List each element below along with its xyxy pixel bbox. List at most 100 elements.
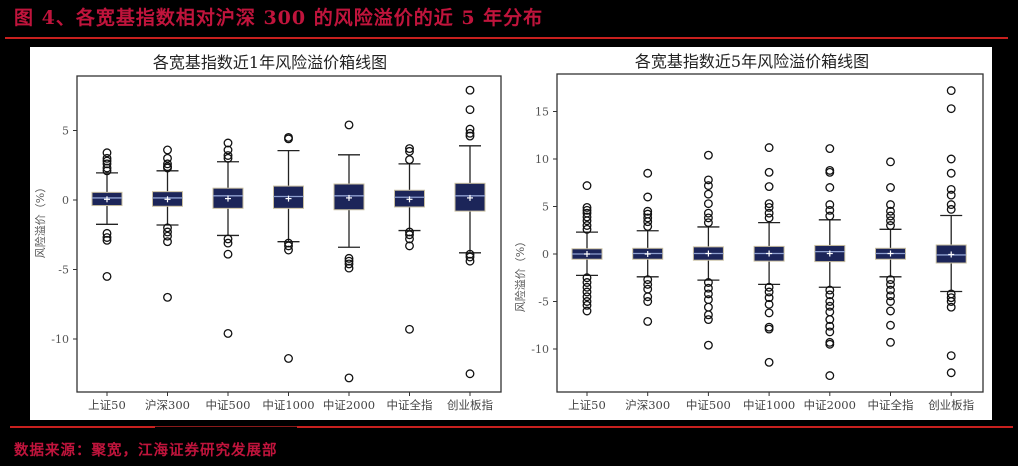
y-axis-label: 风险溢价（%） — [513, 236, 527, 312]
outlier-point — [703, 208, 713, 218]
outlier-point — [582, 292, 592, 302]
outlier-point — [703, 189, 713, 199]
x-tick-label: 创业板指 — [447, 398, 493, 412]
x-tick-label: 中证500 — [206, 398, 251, 412]
outlier-point — [465, 256, 475, 266]
box-中证500 — [212, 138, 244, 338]
box-上证50 — [91, 148, 123, 281]
outlier-point — [582, 306, 592, 316]
outlier-point — [946, 368, 956, 378]
outlier-point — [465, 105, 475, 115]
outlier-point — [703, 302, 713, 312]
outlier-point — [582, 282, 592, 292]
outlier-point — [102, 163, 112, 173]
outlier-point — [886, 291, 895, 301]
outlier-point — [284, 241, 293, 251]
outlier-point — [582, 181, 592, 191]
source-divider-right — [297, 426, 1013, 428]
box-中证全指 — [875, 157, 906, 347]
outlier-point — [825, 315, 835, 324]
x-tick-label: 中证500 — [686, 398, 731, 412]
outlier-point — [163, 292, 172, 302]
outlier-point — [344, 120, 354, 130]
outlier-point — [703, 150, 713, 160]
outlier-point — [643, 297, 653, 306]
outlier-point — [825, 339, 835, 349]
outlier-point — [886, 275, 895, 285]
y-tick-label: 5 — [62, 125, 69, 138]
outlier-point — [344, 373, 354, 383]
box-中证2000 — [814, 144, 846, 381]
outlier-point — [946, 302, 956, 312]
x-tick-label: 沪深300 — [625, 398, 670, 412]
outlier-point — [886, 211, 895, 221]
outlier-point — [946, 86, 956, 96]
outlier-point — [582, 221, 592, 230]
outlier-point — [764, 324, 774, 334]
svg-text:各宽基指数近1年风险溢价箱线图: 各宽基指数近1年风险溢价箱线图 — [153, 53, 387, 72]
outlier-point — [825, 144, 835, 153]
outlier-point — [946, 168, 956, 178]
outlier-point — [163, 223, 172, 233]
outlier-point — [405, 155, 414, 165]
outlier-point — [703, 278, 713, 287]
outlier-point — [703, 175, 713, 185]
outlier-point — [223, 145, 233, 155]
outlier-point — [163, 237, 172, 247]
outlier-point — [582, 300, 592, 310]
outlier-point — [946, 104, 956, 114]
outlier-point — [223, 151, 233, 160]
box-中证1000 — [273, 132, 304, 363]
outlier-point — [163, 231, 172, 241]
outlier-point — [886, 216, 895, 226]
outlier-point — [764, 143, 774, 153]
x-tick-label: 中证全指 — [387, 398, 433, 412]
outlier-point — [102, 228, 112, 238]
outlier-point — [405, 144, 414, 154]
outlier-point — [703, 315, 713, 324]
title-divider — [5, 37, 1008, 39]
y-tick-label: 0 — [62, 194, 69, 207]
outlier-point — [582, 224, 592, 234]
box-沪深300 — [152, 145, 183, 302]
outlier-point — [582, 202, 592, 212]
outlier-point — [764, 213, 774, 223]
outlier-point — [825, 200, 835, 210]
outlier-point — [102, 233, 112, 242]
outlier-point — [886, 200, 895, 210]
outlier-point — [825, 211, 835, 221]
outlier-point — [703, 218, 713, 228]
outlier-point — [703, 310, 713, 320]
x-tick-label: 上证50 — [568, 398, 606, 412]
outlier-point — [825, 321, 835, 331]
outlier-point — [946, 190, 956, 200]
source-divider-left — [10, 426, 155, 428]
outlier-point — [284, 245, 293, 255]
x-tick-label: 中证1000 — [743, 398, 795, 412]
outlier-point — [582, 205, 592, 215]
outlier-point — [102, 166, 112, 176]
box-创业板指 — [454, 85, 486, 379]
outlier-point — [643, 168, 653, 178]
outlier-point — [643, 292, 653, 302]
y-tick-label: -10 — [51, 333, 69, 346]
outlier-point — [163, 159, 172, 169]
box-中证1000 — [753, 143, 785, 367]
outlier-point — [344, 253, 354, 263]
y-axis-label: 风险溢价（%） — [33, 182, 47, 258]
outlier-point — [703, 289, 713, 299]
y-tick-label: 10 — [535, 153, 549, 166]
outlier-point — [703, 295, 713, 305]
source-divider-mid — [155, 426, 298, 427]
outlier-point — [764, 202, 774, 212]
outlier-point — [284, 354, 293, 363]
outlier-point — [703, 340, 713, 350]
outlier-point — [405, 146, 414, 156]
outlier-point — [825, 327, 835, 337]
outlier-point — [703, 181, 713, 191]
outlier-point — [102, 271, 112, 281]
outlier-point — [764, 293, 774, 303]
outlier-point — [643, 213, 653, 223]
outlier-point — [405, 324, 414, 334]
